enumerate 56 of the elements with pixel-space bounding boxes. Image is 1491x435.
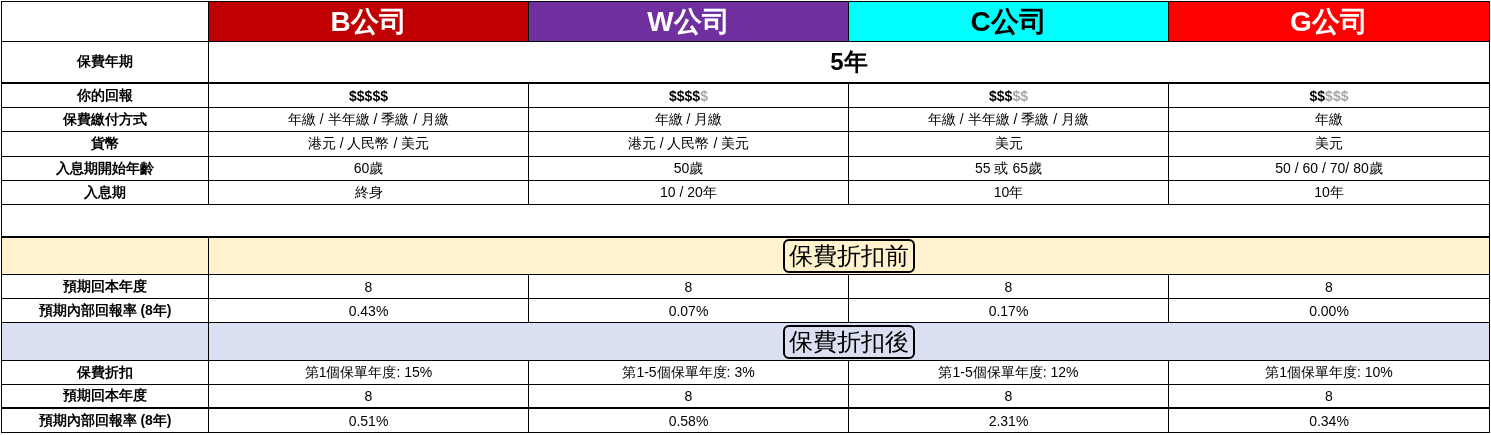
row-header: 你的回報 [1,84,209,108]
row-header: 預期回本年度 [1,385,209,409]
table-cell: 8 [849,385,1169,409]
table-cell: 美元 [1169,132,1490,157]
table-cell: 港元 / 人民幣 / 美元 [209,132,529,157]
table-cell: 港元 / 人民幣 / 美元 [529,132,849,157]
table-cell: 年繳 / 半年繳 / 季繳 / 月繳 [209,108,529,132]
table-cell: 8 [209,385,529,409]
rating-filled: $$ [1309,87,1326,104]
company-header: C公司 [849,1,1169,42]
section-title-box: 保費折扣後 [783,324,915,359]
row-header: 入息期開始年齡 [1,157,209,181]
row-header: 貨幣 [1,132,209,157]
row-header: 保費年期 [1,42,209,84]
table-cell: 年繳 [1169,108,1490,132]
table-cell: 8 [529,385,849,409]
table-cell: 0.34% [1169,409,1490,433]
table-cell: 終身 [209,181,529,205]
row-header: 保費折扣 [1,361,209,385]
rating-empty: $$ [1012,87,1028,104]
table-cell: 10年 [1169,181,1490,205]
table-cell: 10 / 20年 [529,181,849,205]
row-header: 預期回本年度 [1,275,209,299]
row-header: 入息期 [1,181,209,205]
table-cell: 5年 [209,42,1490,84]
table-cell: 50歲 [529,157,849,181]
rating-filled: $$$$ [669,87,701,104]
table-cell: 8 [209,275,529,299]
table-cell: 8 [529,275,849,299]
company-header: W公司 [529,1,849,42]
table-cell: 第1個保單年度: 10% [1169,361,1490,385]
table-cell: 第1-5個保單年度: 3% [529,361,849,385]
table-cell: 年繳 / 半年繳 / 季繳 / 月繳 [849,108,1169,132]
table-cell: 10年 [849,181,1169,205]
table-cell: 第1-5個保單年度: 12% [849,361,1169,385]
table-cell: 美元 [849,132,1169,157]
table-cell: 50 / 60 / 70/ 80歲 [1169,157,1490,181]
table-cell: 8 [849,275,1169,299]
section-title-box: 保費折扣前 [783,239,915,273]
table-cell: 第1個保單年度: 15% [209,361,529,385]
table-cell: 55 或 65歲 [849,157,1169,181]
table-cell: 2.31% [849,409,1169,433]
table-cell: 年繳 / 月繳 [529,108,849,132]
row-header: 預期內部回報率 (8年) [1,409,209,433]
table-cell: 0.51% [209,409,529,433]
row-header: 保費繳付方式 [1,108,209,132]
rating-filled: $$$$$ [349,87,388,104]
company-header: G公司 [1169,1,1490,42]
company-header: B公司 [209,1,529,42]
table-cell: 8 [1169,275,1490,299]
rating-filled: $$$ [989,87,1013,104]
rating-empty: $ [700,87,708,104]
rating-empty: $$$ [1325,87,1349,104]
table-cell: 8 [1169,385,1490,409]
table-cell: 60歲 [209,157,529,181]
table-cell: 0.58% [529,409,849,433]
